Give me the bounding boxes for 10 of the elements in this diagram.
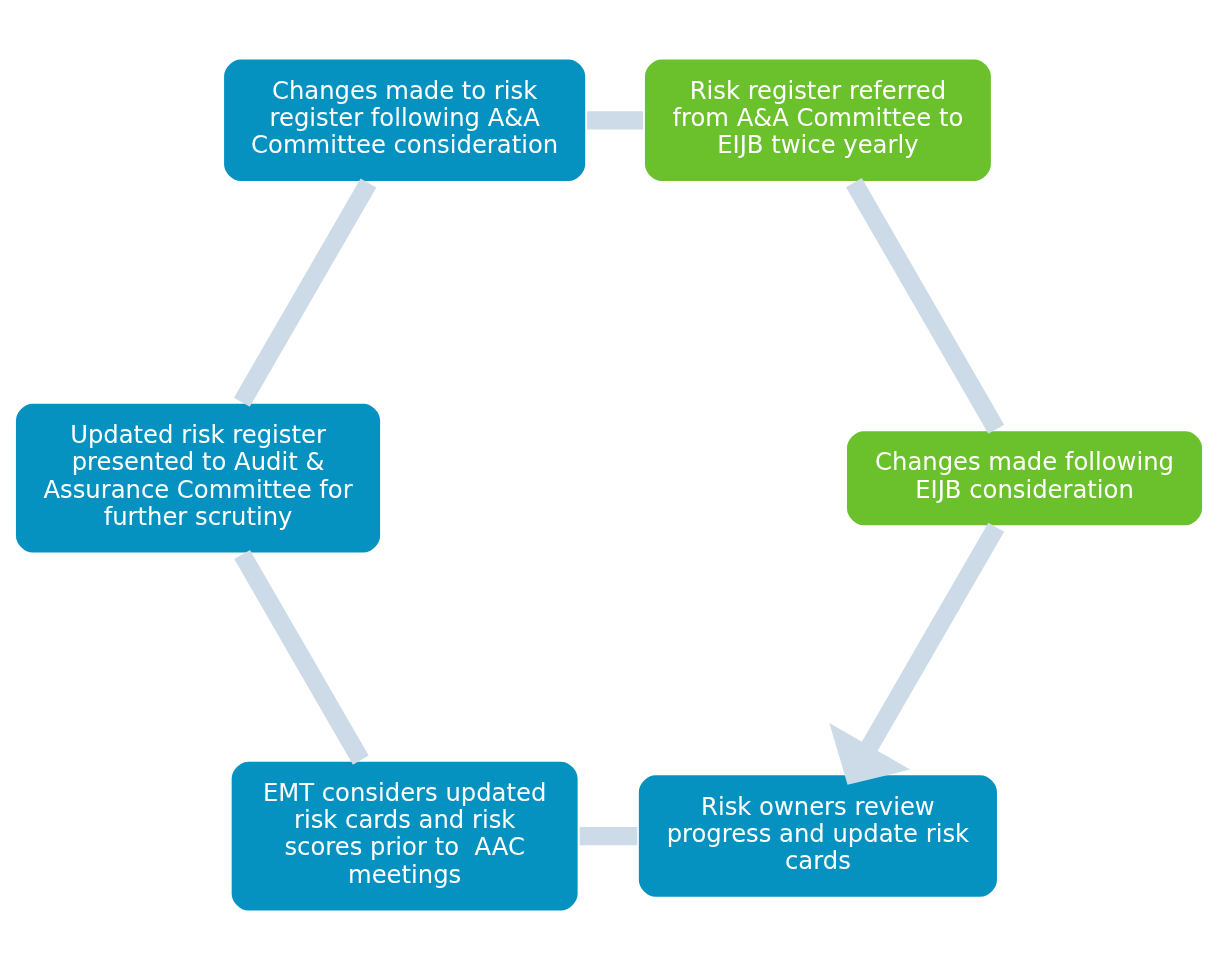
connector: [579, 826, 638, 845]
node-box: Changes made to risk register following A&A Committee consideration: [221, 56, 589, 184]
node-box: EMT considers updated risk cards and risk scores prior to AAC meetings: [228, 758, 581, 913]
connector: [846, 177, 1005, 434]
node-box: Risk register referred from A&A Committee to EIJB twice yearly: [641, 56, 994, 184]
connector: [587, 110, 644, 129]
connector: [234, 549, 369, 765]
connector: [233, 177, 377, 407]
node-box: Updated risk register presented to Audit & Assurance Committee for further scrutiny: [12, 400, 384, 556]
arrow: [829, 522, 1005, 785]
